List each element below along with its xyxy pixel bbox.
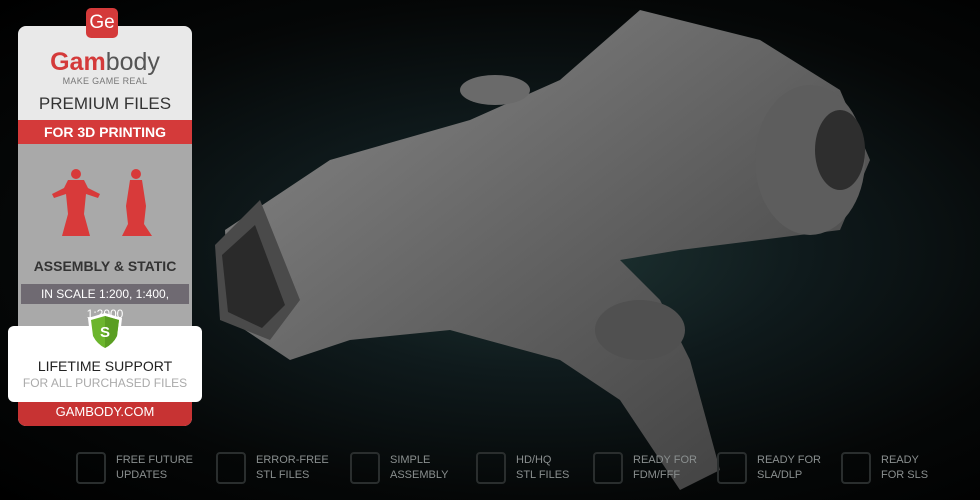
- for-3d-printing-bar: FOR 3D PRINTING: [18, 120, 192, 144]
- figure-icon: [476, 452, 506, 484]
- tagline: MAKE GAME REAL: [62, 76, 148, 86]
- figurine-icons: [52, 169, 152, 236]
- scale-label: IN SCALE 1:200, 1:400, 1:2000: [21, 284, 189, 321]
- shield-icon: S: [88, 313, 122, 351]
- printer-icon: [593, 452, 623, 484]
- spaceship-render: [215, 10, 870, 490]
- support-subtitle: FOR ALL PURCHASED FILES: [22, 376, 188, 390]
- puzzle-icon: [350, 452, 380, 484]
- file-icon: [216, 452, 246, 484]
- refresh-icon: [76, 452, 106, 484]
- support-title: LIFETIME SUPPORT: [37, 358, 173, 374]
- gambody-logo-badge: Ge: [86, 8, 118, 38]
- svg-text:S: S: [100, 324, 110, 341]
- printer-icon: [841, 452, 871, 484]
- brand-logo: Gambody: [50, 48, 160, 76]
- assembly-static-label: ASSEMBLY & STATIC: [33, 258, 177, 274]
- printer-icon: [717, 452, 747, 484]
- premium-files-heading: PREMIUM FILES: [38, 94, 172, 113]
